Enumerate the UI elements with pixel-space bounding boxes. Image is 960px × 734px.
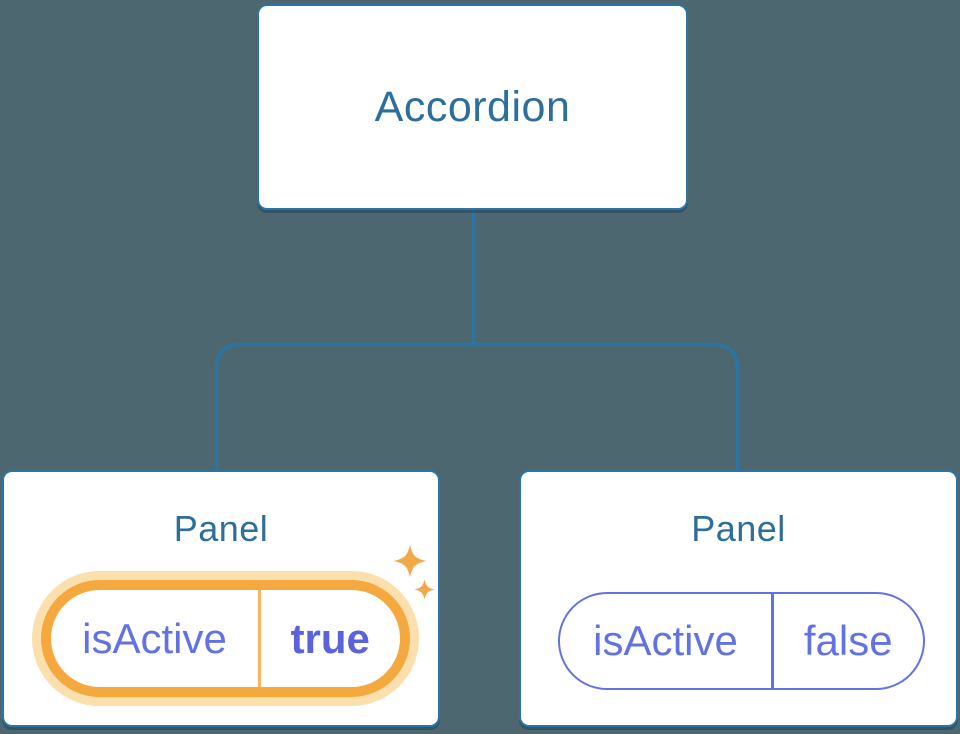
node-label: Panel xyxy=(691,508,786,549)
state-pill-plain: isActive false xyxy=(558,592,925,690)
tree-node-panel-active: Panel isActive true xyxy=(2,470,440,727)
pill-divider xyxy=(771,594,774,688)
state-value: true xyxy=(290,614,370,662)
pill-divider xyxy=(258,590,261,687)
state-pill-core: isActive true xyxy=(41,580,410,697)
state-value-cell: true xyxy=(261,590,401,687)
state-key: isActive xyxy=(593,617,738,664)
node-label: Accordion xyxy=(374,82,571,131)
state-value-cell: false xyxy=(774,594,924,688)
state-key-cell: isActive xyxy=(51,590,258,687)
sparkle-icon xyxy=(393,544,427,578)
tree-node-panel-inactive: Panel isActive false xyxy=(519,470,958,727)
node-label: Panel xyxy=(173,508,269,549)
tree-node-accordion: Accordion xyxy=(257,4,688,210)
connector-branch xyxy=(214,342,740,470)
state-key: isActive xyxy=(82,614,227,662)
state-pill-highlighted: isActive true xyxy=(32,571,419,706)
sparkle-icon xyxy=(414,579,435,600)
state-key-cell: isActive xyxy=(560,594,771,688)
state-value: false xyxy=(803,617,893,664)
